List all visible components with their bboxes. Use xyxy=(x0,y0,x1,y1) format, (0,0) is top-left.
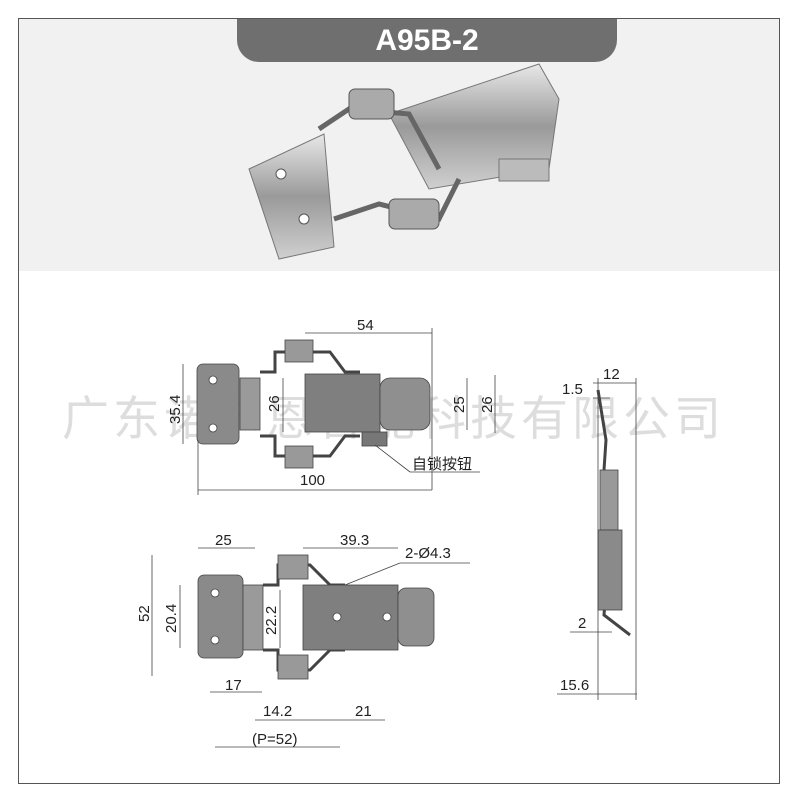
dim-17: 17 xyxy=(225,677,242,694)
dim-26-spring: 26 xyxy=(266,395,283,412)
dim-12: 12 xyxy=(603,366,620,383)
model-title: A95B-2 xyxy=(237,19,617,62)
image-frame xyxy=(18,18,780,784)
dim-26-body: 26 xyxy=(479,396,496,413)
dim-21: 21 xyxy=(355,703,372,720)
dim-35-4: 35.4 xyxy=(167,395,184,424)
dim-25-bottom: 25 xyxy=(215,532,232,549)
dim-14-2: 14.2 xyxy=(263,703,292,720)
dim-54: 54 xyxy=(357,317,374,334)
product-photo-area: A95B-2 xyxy=(19,19,779,271)
dim-pitch: (P=52) xyxy=(252,731,297,748)
dim-52: 52 xyxy=(136,605,153,622)
dim-2: 2 xyxy=(578,615,586,632)
dim-15-6: 15.6 xyxy=(560,677,589,694)
dim-100: 100 xyxy=(300,472,325,489)
dim-25: 25 xyxy=(451,396,468,413)
dim-20-4: 20.4 xyxy=(163,604,180,633)
self-lock-button-label: 自锁按钮 xyxy=(412,456,472,473)
product-photo xyxy=(248,63,560,260)
dim-39-3: 39.3 xyxy=(340,532,369,549)
dim-22-2: 22.2 xyxy=(263,606,280,635)
dim-hole: 2-Ø4.3 xyxy=(405,545,451,562)
dim-1-5: 1.5 xyxy=(562,381,583,398)
